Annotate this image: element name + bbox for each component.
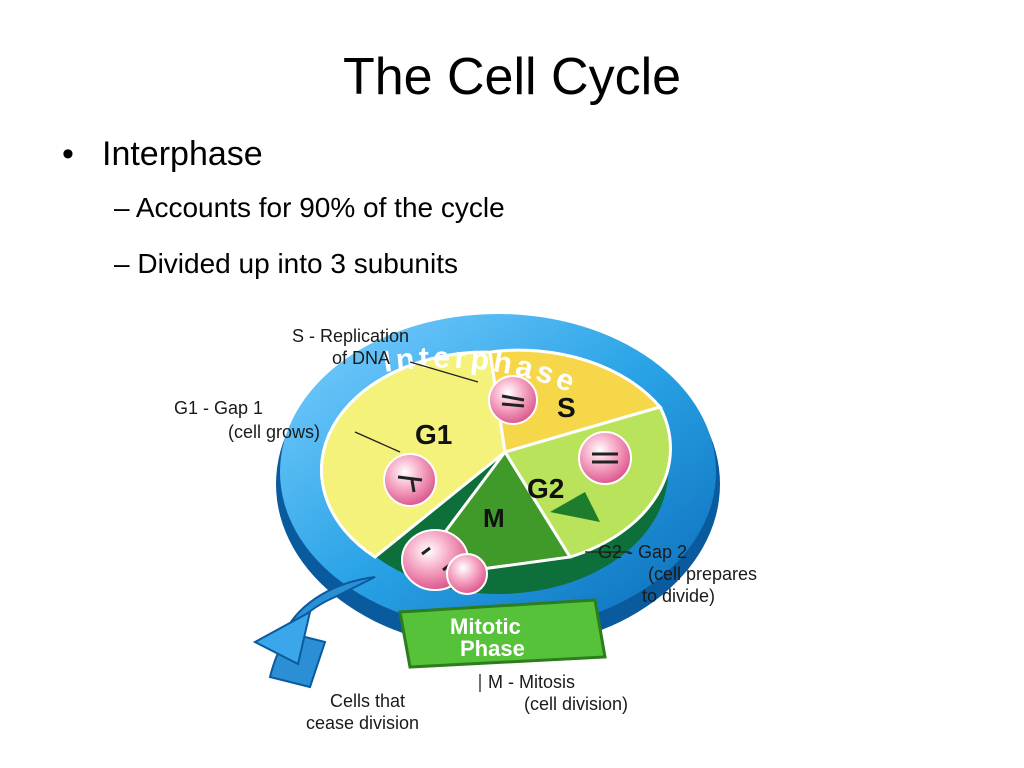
cell-g2 — [578, 431, 632, 485]
sub-bullet-1-text: Accounts for 90% of the cycle — [135, 192, 505, 223]
slide-title: The Cell Cycle — [342, 48, 682, 106]
label-g2-line1: G2 - Gap 2 — [598, 542, 687, 562]
sub-bullet-2: – Divided up into 3 subunits — [60, 236, 505, 292]
label-g2-line3: to divide) — [642, 586, 715, 606]
bullet-interphase: • Interphase — [60, 128, 505, 180]
cell-g1 — [383, 453, 437, 507]
sub-bullet-1: – Accounts for 90% of the cycle — [60, 180, 505, 236]
mitotic-banner: Mitotic Phase — [398, 598, 607, 669]
label-g1-line2: (cell grows) — [228, 422, 320, 442]
label-m-line1: M - Mitosis — [488, 672, 575, 692]
label-g2-line2: (cell prepares — [648, 564, 757, 584]
bullet-list: • Interphase – Accounts for 90% of the c… — [60, 128, 505, 292]
label-s-line1: S - Replication — [292, 326, 409, 346]
leader-lines — [354, 361, 630, 692]
wedge-s — [488, 348, 663, 454]
mitotic-banner-line1: Mitotic — [450, 614, 521, 639]
label-cease-line1: Cells that — [330, 691, 405, 711]
bullet-interphase-text: Interphase — [102, 135, 263, 173]
label-g1-line1: G1 - Gap 1 — [174, 398, 263, 418]
sub-bullet-marker: – — [114, 192, 130, 223]
wedge-g2 — [502, 405, 672, 559]
bullet-marker: • — [62, 135, 74, 173]
phase-g1: G1 — [415, 419, 452, 450]
sub-bullet-2-text: Divided up into 3 subunits — [137, 248, 459, 279]
cease-arrow-head — [252, 610, 312, 666]
cell-s — [488, 375, 538, 425]
sub-bullet-group: – Accounts for 90% of the cycle – Divide… — [60, 180, 505, 292]
cell-cycle-diagram: G1 S G2 M Interphase — [160, 312, 800, 752]
g2-arrow — [550, 492, 600, 522]
mitotic-banner-line2: Phase — [460, 636, 525, 661]
sub-bullet-marker: – — [114, 248, 130, 279]
label-m-line2: (cell division) — [524, 694, 628, 714]
phase-g2: G2 — [527, 473, 564, 504]
label-s-line2: of DNA — [332, 348, 390, 368]
phase-s: S — [557, 392, 576, 423]
cell-m — [401, 529, 488, 595]
label-cease-line2: cease division — [306, 713, 419, 733]
phase-m: M — [483, 503, 505, 533]
